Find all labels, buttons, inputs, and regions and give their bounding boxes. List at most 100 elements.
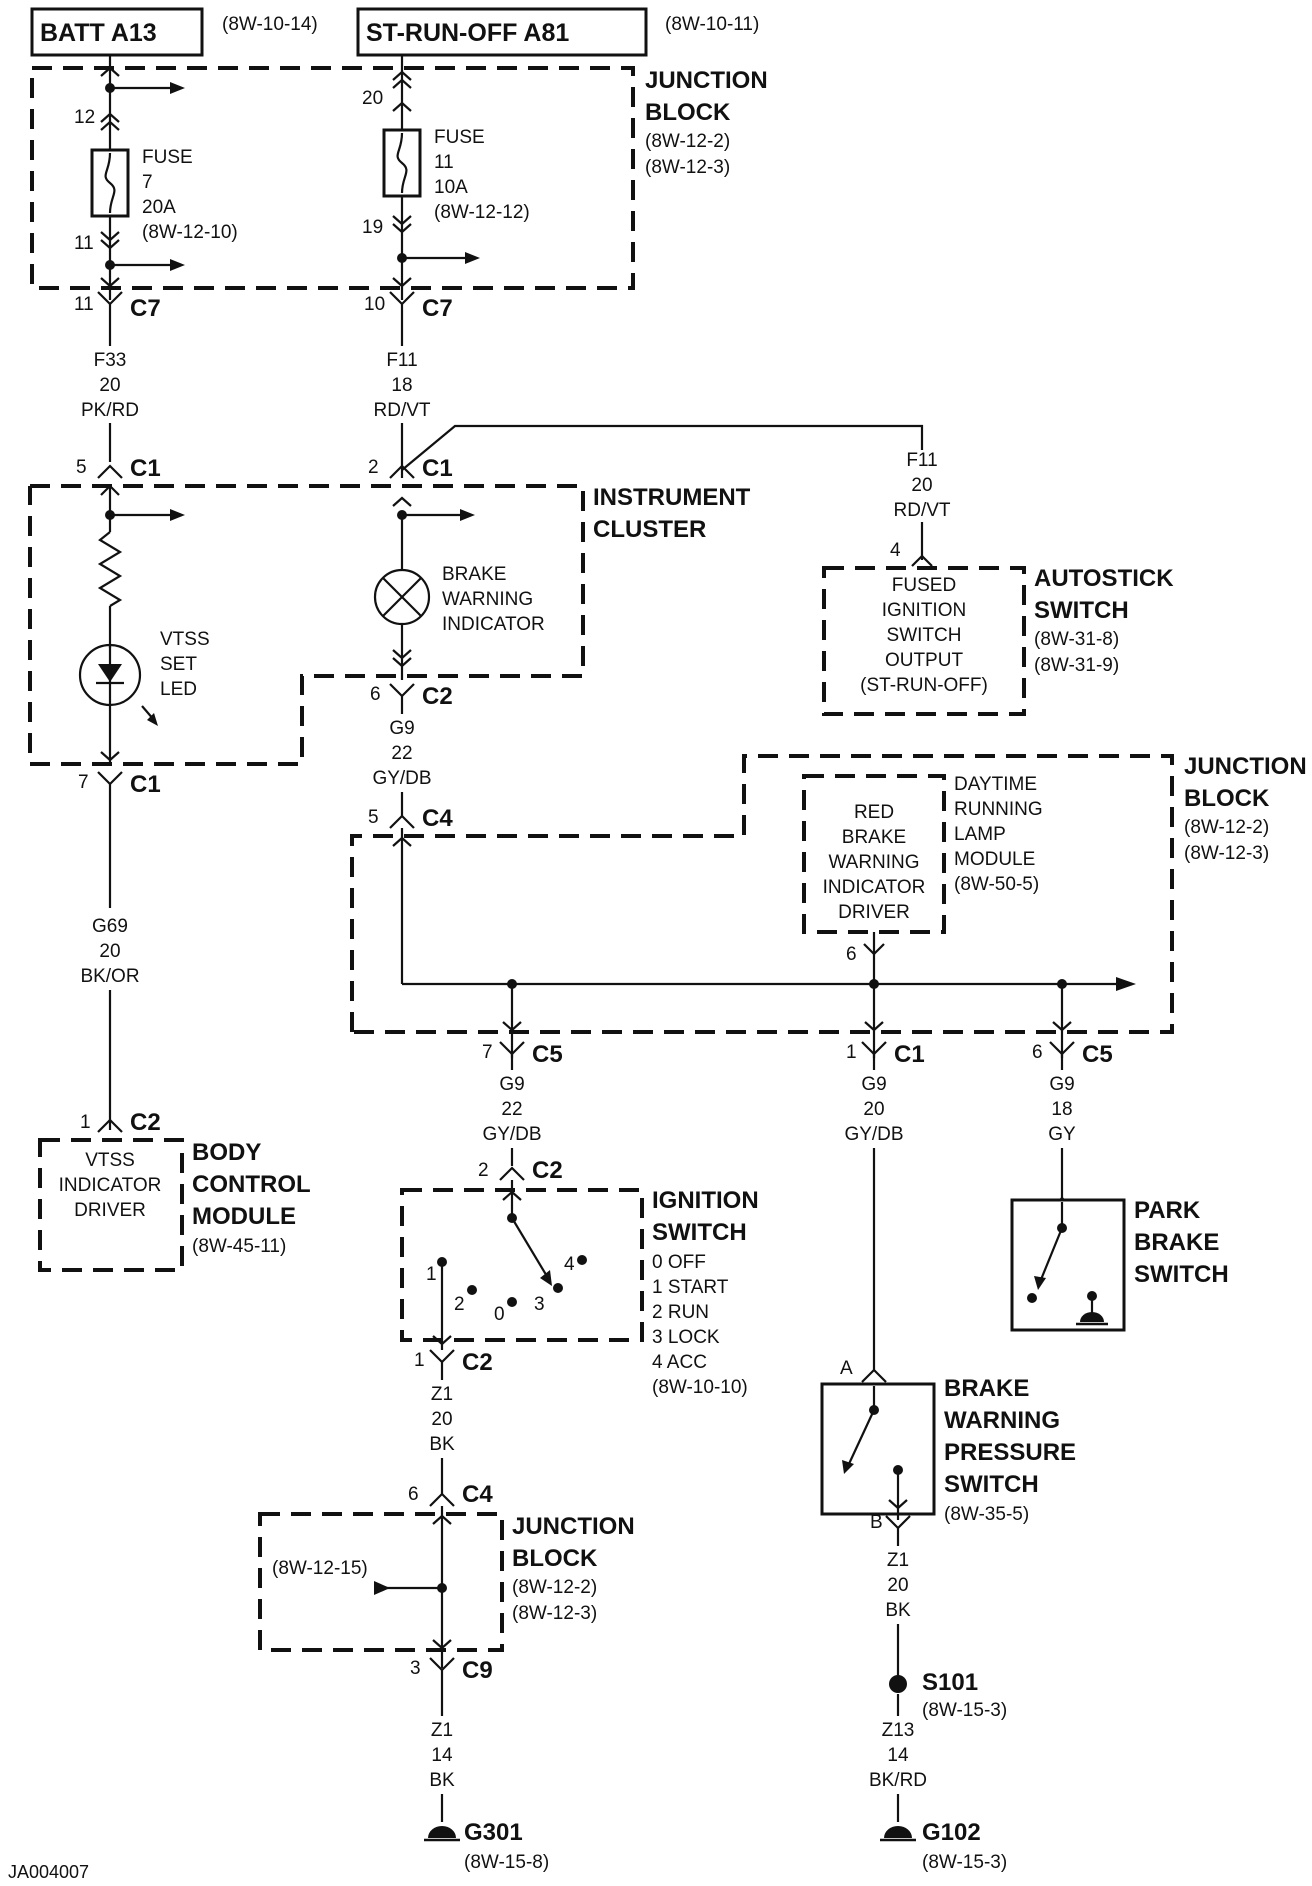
connector-chevron-icon [100,66,120,77]
park-name1: PARK [1134,1197,1201,1224]
drv-l2: BRAKE [842,827,906,848]
connector-chevron-icon [392,496,412,507]
c1-1-pin: 1 [846,1042,857,1063]
arrow-right-icon [465,252,480,264]
fuse11-l1: FUSE [434,127,485,148]
ign-n3: 3 [534,1294,545,1315]
drv-l5: DRIVER [838,902,910,923]
fuse7-pin-in: 12 [74,107,95,128]
ign-n4: 4 [564,1254,575,1275]
connector-chevron-icon [100,277,120,288]
switch-arm-icon [511,1217,549,1279]
g9d-circuit: G9 [1049,1074,1074,1095]
g301-ref: (8W-15-8) [464,1852,549,1873]
g69-circuit: G69 [92,916,128,937]
ign-pos-0: 0 OFF [652,1252,706,1273]
arrow-right-icon [170,259,185,271]
f11b-gauge: 20 [911,475,932,496]
connector-chevron-icon [392,101,412,112]
c2-6-conn: C2 [422,683,453,710]
fuse7-l2: 7 [142,172,153,193]
drl-module-outline [802,774,946,934]
connector-c1-7-icon [97,771,123,786]
g9c-gauge: 20 [863,1099,884,1120]
park-name3: SWITCH [1134,1261,1229,1288]
jb-top-ref1: (8W-12-2) [645,131,730,152]
connector-c1-2-icon [389,464,415,479]
ign-pos-2: 2 RUN [652,1302,709,1323]
bcm-ref: (8W-45-11) [192,1236,286,1257]
ign-contact-4 [577,1255,587,1265]
c5-6-conn: C5 [1082,1041,1113,1068]
ign-pos-1: 1 START [652,1277,729,1298]
g9b-circuit: G9 [499,1074,524,1095]
park-brake-switch-box [1010,1198,1126,1332]
connector-c2-6-icon [389,683,415,698]
c4-5-conn: C4 [422,805,453,832]
jb-low-ref1: (8W-12-2) [512,1577,597,1598]
fuse7-l1: FUSE [142,147,193,168]
g9c-circuit: G9 [861,1074,886,1095]
arrow-right-icon [1116,977,1136,991]
jb-top-name2: BLOCK [645,99,731,126]
connector-chevron-icon [100,120,120,131]
st-run-off-a81-box [356,7,648,57]
ign-n1: 1 [426,1264,437,1285]
fuse-element-icon [396,132,408,194]
c1-2-conn: C1 [422,455,453,482]
cluster-name2: CLUSTER [593,516,706,543]
jb-mid-ref1: (8W-12-2) [1184,817,1269,838]
connector-chevron-icon [100,231,120,242]
jb-low-ref-in: (8W-12-15) [272,1558,368,1579]
g69-gauge: 20 [99,941,120,962]
connector-chevron-icon [392,78,412,89]
g102-label: G102 [922,1819,981,1846]
connector-chevron-icon [432,1335,452,1346]
z1c-color: BK [429,1770,455,1791]
junction-block-mid [350,754,1174,1034]
connector-chevron-icon [502,1190,522,1201]
c1-1-conn: C1 [894,1041,925,1068]
junction-block-top [30,66,635,290]
connector-chevron-icon [392,70,412,81]
bwps-box [820,1382,936,1516]
g69-color: BK/OR [80,966,139,987]
connector-chevron-icon [100,239,120,250]
drv-pin: 6 [846,944,857,965]
connector-chevron-icon [864,1021,884,1032]
f33-gauge: 20 [99,375,120,396]
connector-chevron-icon [1052,1021,1072,1032]
connector-chevron-icon [100,751,120,762]
batt-a13-box [30,7,204,57]
ign-pin-top: 2 [478,1160,489,1181]
g9d-gauge: 18 [1051,1099,1072,1120]
mod-l3: LAMP [954,824,1006,845]
fuse11-pin-in: 20 [362,88,383,109]
jb-top-ref2: (8W-12-3) [645,157,730,178]
ign-ref: (8W-10-10) [652,1377,748,1398]
connector-autostick-icon [911,554,933,567]
g9a-color: GY/DB [372,768,431,789]
connector-c4-5-icon [389,814,415,829]
autostick-name2: SWITCH [1034,597,1129,624]
jb-low-name2: BLOCK [512,1545,598,1572]
switch-arm-arrow-icon [540,1270,552,1286]
autostick-name1: AUTOSTICK [1034,565,1174,592]
connector-chevron-icon [392,649,412,660]
ign-contact-2 [467,1285,477,1295]
bwps-switch-arm-icon [847,1409,875,1467]
led-l1: VTSS [160,629,210,650]
c7a-conn: C7 [130,295,161,322]
ign-name1: IGNITION [652,1187,759,1214]
st-run-off-a81-ref: (8W-10-11) [665,14,759,35]
ign-contact-0 [507,1297,517,1307]
jb-low-ref2: (8W-12-3) [512,1603,597,1624]
arrow-right-icon [460,509,475,521]
z1c-gauge: 14 [431,1745,453,1766]
mod-l5: (8W-50-5) [954,874,1039,895]
fuse11-l3: 10A [434,177,468,198]
f33-circuit: F33 [94,350,127,371]
c4-6-pin: 6 [408,1484,419,1505]
arrow-right-icon [170,509,185,521]
c5-6-pin: 6 [1032,1042,1043,1063]
